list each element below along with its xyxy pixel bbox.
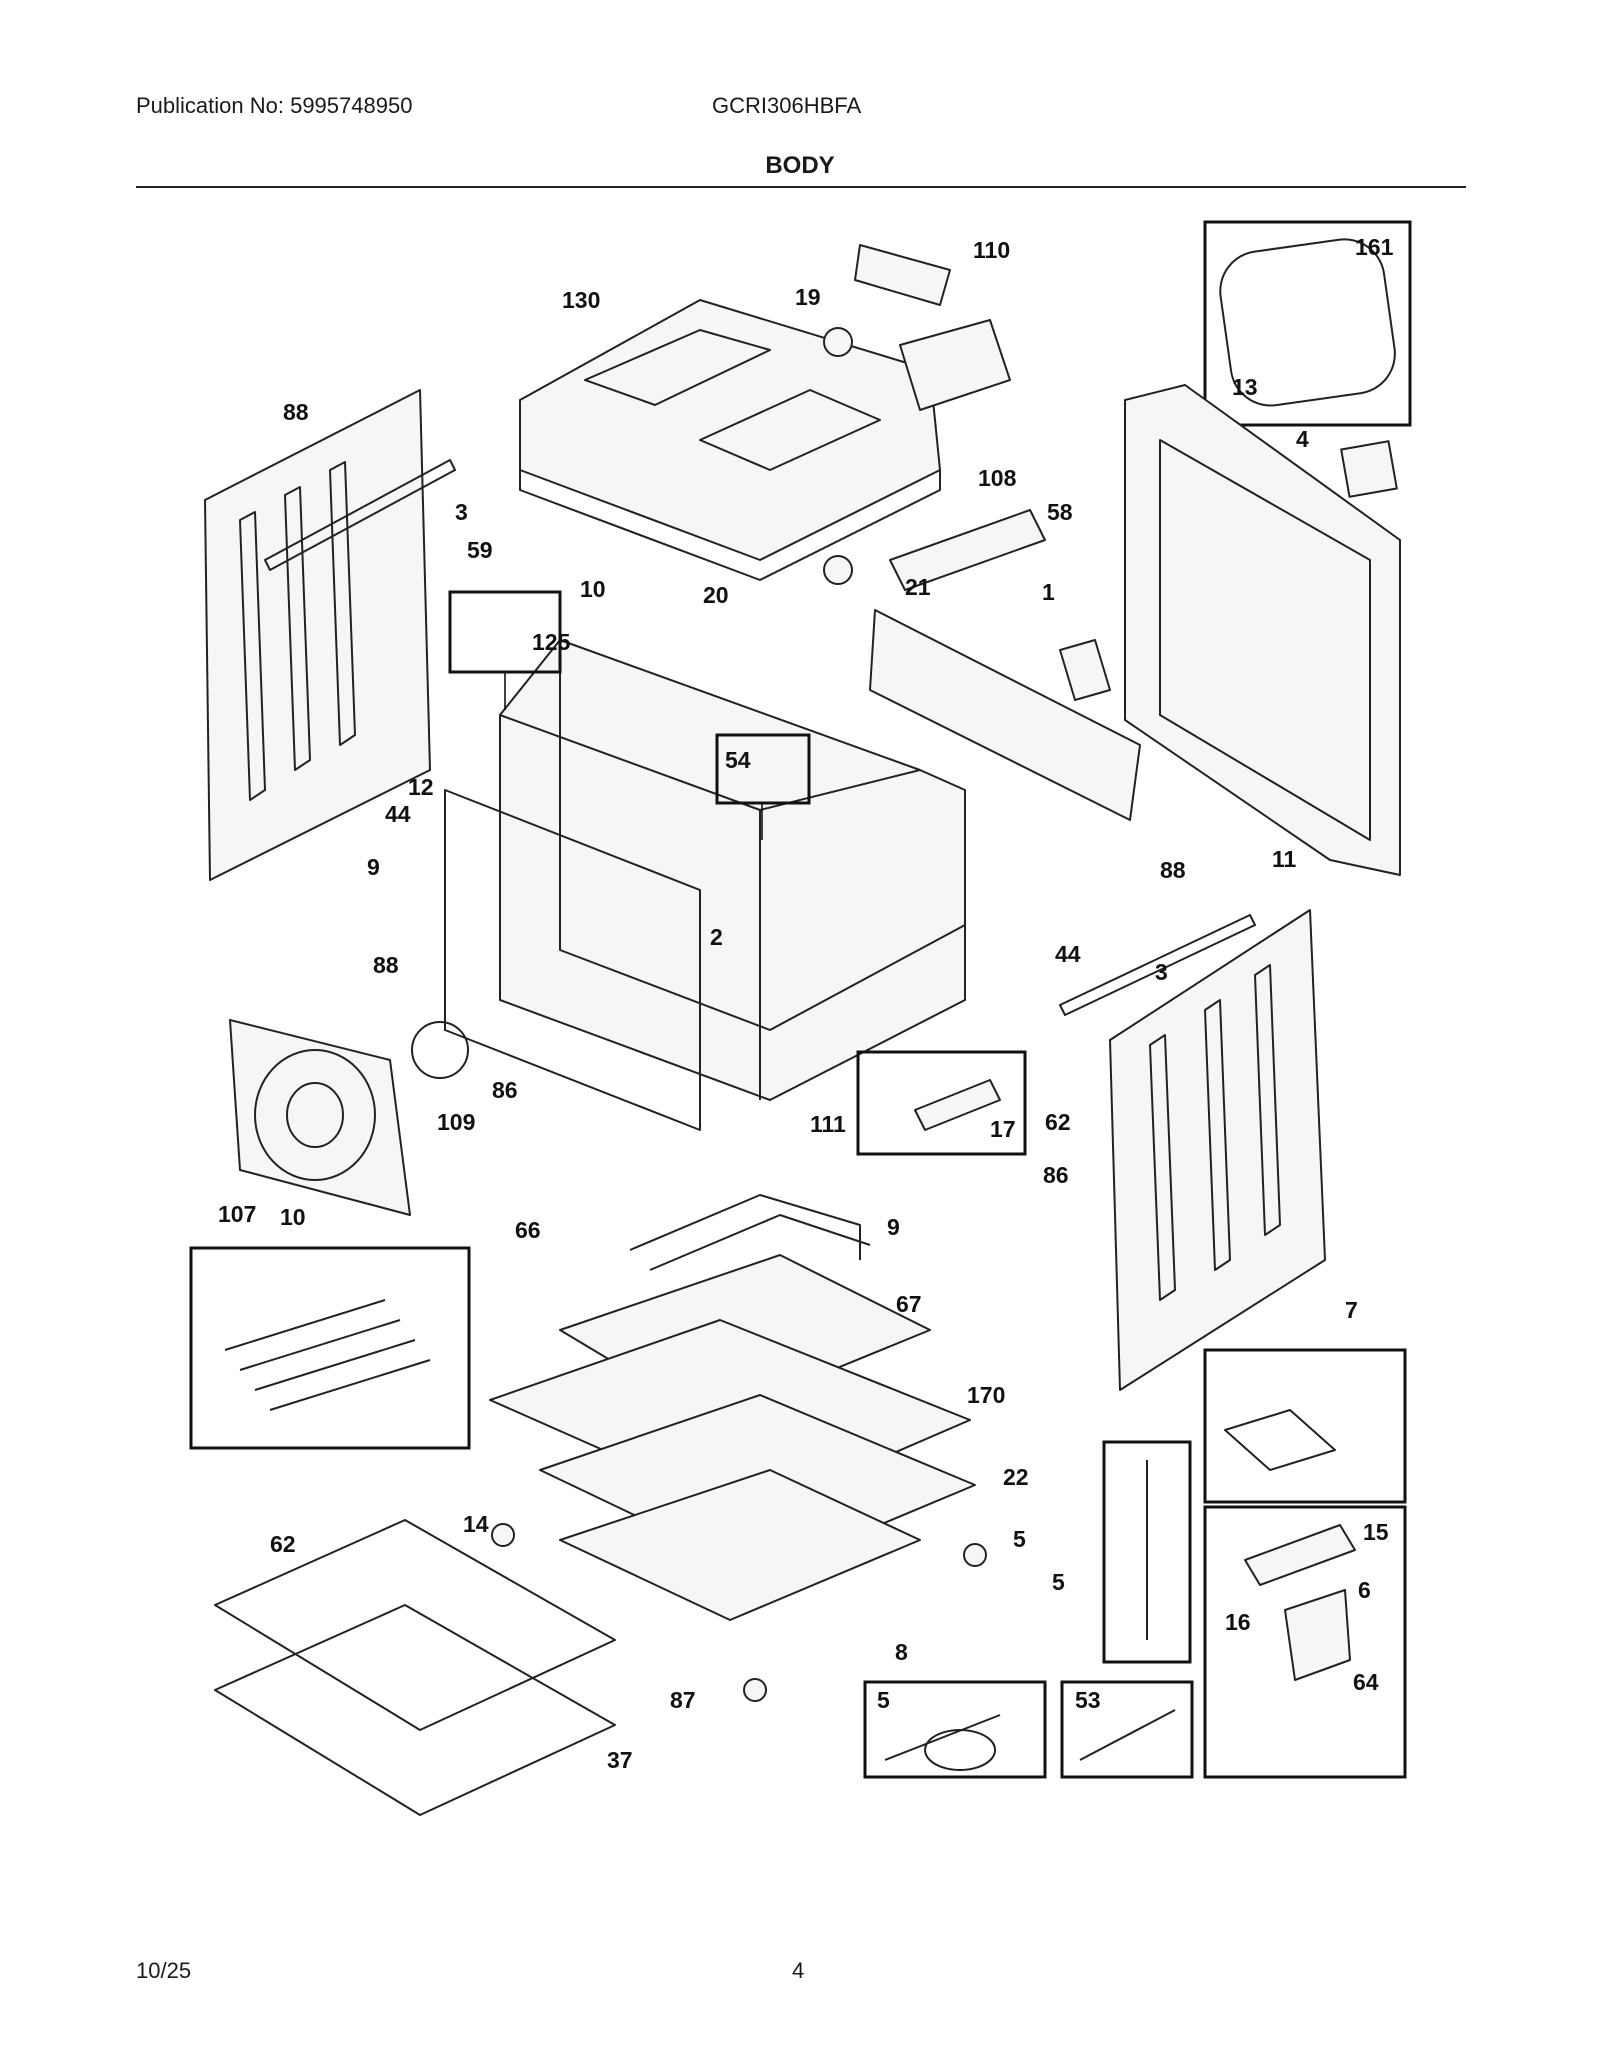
callout-label: 108 (978, 465, 1017, 491)
header-rule (136, 186, 1466, 188)
leg-part (491, 1523, 515, 1547)
callout-label: 87 (670, 1687, 696, 1713)
callout-label: 86 (1043, 1162, 1069, 1188)
callout-label: 17 (990, 1116, 1016, 1142)
leg-part (743, 1678, 767, 1702)
callout-label: 22 (1003, 1464, 1029, 1490)
callout-label: 14 (463, 1511, 489, 1537)
callout-label: 111 (810, 1111, 846, 1137)
callout-label: 86 (492, 1077, 518, 1103)
callout-label: 15 (1363, 1519, 1389, 1545)
oven-racks (214, 1519, 616, 1816)
callout-box-15 (1102, 1440, 1192, 1664)
callout-label: 10 (280, 1204, 306, 1230)
callout-label: 11 (1272, 846, 1297, 872)
fan-blade-part (411, 1021, 469, 1079)
convection-fan (229, 1019, 411, 1216)
grommet-part (823, 555, 853, 585)
section-title: BODY (765, 152, 835, 179)
callout-label: 6 (1358, 1577, 1371, 1603)
callout-label: 21 (905, 574, 931, 600)
callout-label: 8 (895, 1639, 908, 1665)
callout-label: 16 (1225, 1609, 1251, 1635)
callout-box-66 (189, 1246, 471, 1450)
callout-label: 10 (580, 576, 606, 602)
left-side-panel (204, 389, 456, 881)
bake-element (629, 1194, 871, 1271)
callout-label: 2 (710, 924, 723, 950)
callout-box-62 (856, 1050, 1027, 1156)
air-duct-part (889, 509, 1046, 591)
callout-label: 1 (1042, 579, 1055, 605)
thermostat-part (823, 327, 853, 357)
leg-part (963, 1543, 987, 1567)
callout-label: 7 (1345, 1297, 1358, 1323)
callout-label: 13 (1232, 374, 1258, 400)
callout-label: 37 (607, 1747, 633, 1773)
door-gasket (444, 789, 701, 1131)
callout-label: 44 (385, 801, 411, 827)
callout-label: 4 (1296, 426, 1309, 452)
callout-label: 12 (408, 774, 434, 800)
callout-label: 161 (1355, 234, 1394, 260)
callout-box-161 (1203, 220, 1412, 427)
callout-label: 5 (1052, 1569, 1065, 1595)
callout-label: 125 (532, 629, 571, 655)
callout-label: 62 (270, 1531, 296, 1557)
callout-box-12 (715, 733, 811, 805)
callout-box-37 (1060, 1680, 1194, 1779)
top-panel (519, 299, 941, 581)
rear-panel (1124, 384, 1401, 876)
callout-label: 3 (455, 499, 468, 525)
callout-label: 9 (887, 1214, 900, 1240)
callout-label: 88 (1160, 857, 1186, 883)
callout-label: 20 (703, 582, 729, 608)
callout-label: 9 (367, 854, 380, 880)
callout-label: 44 (1055, 941, 1081, 967)
callout-labels: 110 161 130 19 13 88 4 108 3 58 59 10 20… (218, 234, 1394, 1773)
callout-label: 19 (795, 284, 821, 310)
cooling-fan-part (854, 244, 1011, 411)
oven-cavity (499, 639, 966, 1101)
publication-number: Publication No: 5995748950 (136, 93, 413, 118)
bottom-assembly (489, 1254, 976, 1621)
footer-date: 10/25 (136, 1958, 192, 1983)
callout-label: 107 (218, 1201, 256, 1227)
callout-label: 59 (467, 537, 493, 563)
callout-box-53 (863, 1680, 1047, 1779)
callout-label: 130 (562, 287, 600, 313)
right-side-panel (1059, 909, 1326, 1391)
callout-label: 67 (896, 1291, 922, 1317)
callout-label: 3 (1155, 959, 1168, 985)
model-number: GCRI306HBFA (712, 93, 862, 118)
callout-label: 5 (877, 1687, 890, 1713)
callout-label: 62 (1045, 1109, 1071, 1135)
callout-label: 5 (1013, 1526, 1026, 1552)
callout-label: 170 (967, 1382, 1005, 1408)
callout-label: 54 (725, 747, 751, 773)
callout-label: 109 (437, 1109, 475, 1135)
control-bracket (869, 609, 1141, 821)
switch-part (1059, 639, 1111, 701)
callout-label: 66 (515, 1217, 541, 1243)
callout-label: 64 (1353, 1669, 1379, 1695)
callout-label: 58 (1047, 499, 1073, 525)
callout-box-62-8-64-87 (1203, 1505, 1407, 1779)
callout-label: 88 (283, 399, 309, 425)
callout-box-170 (1203, 1348, 1407, 1504)
callout-label: 53 (1075, 1687, 1101, 1713)
page-number: 4 (792, 1958, 805, 1983)
callout-label: 110 (973, 237, 1010, 263)
callout-label: 88 (373, 952, 399, 978)
